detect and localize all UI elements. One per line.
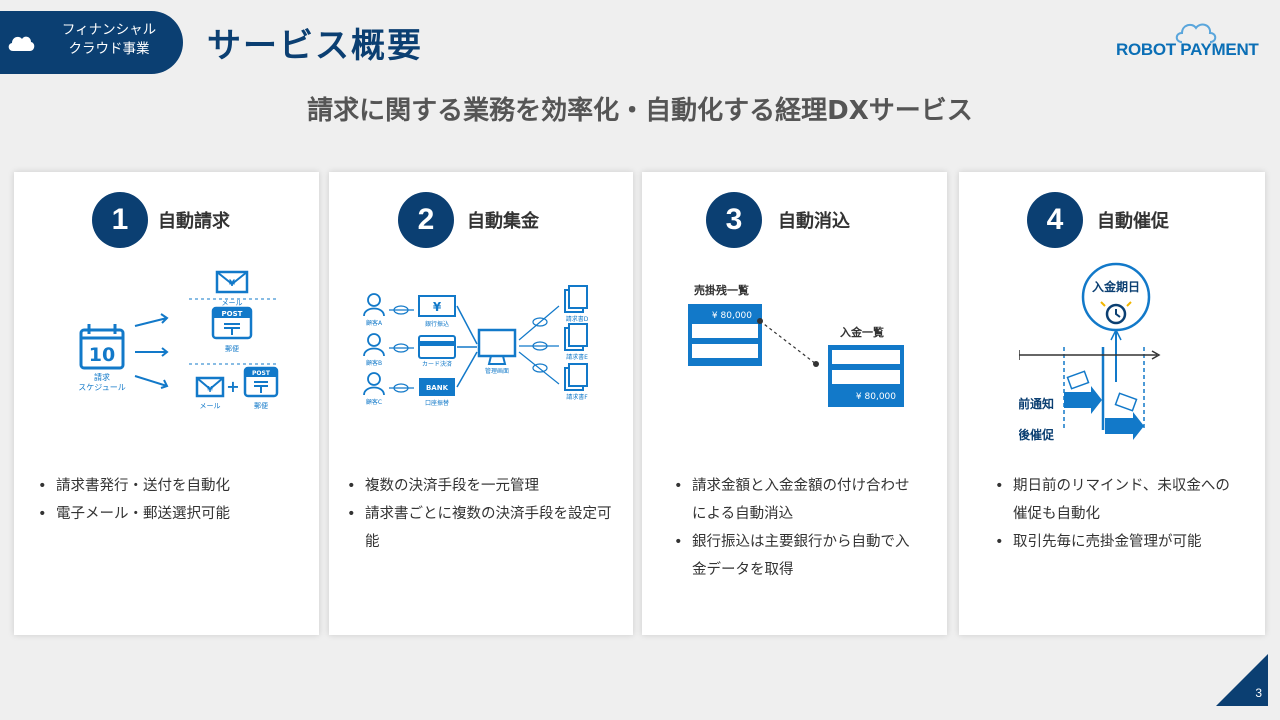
- svg-text:¥: ¥: [229, 279, 236, 289]
- receivables-list-title: 売掛残一覧: [694, 283, 749, 297]
- svg-text:¥ 80,000: ¥ 80,000: [856, 392, 896, 402]
- card-header: 2 自動集金: [329, 192, 633, 248]
- calendar-label-1: 請求: [94, 372, 110, 382]
- calendar-day: 10: [89, 344, 115, 366]
- auto-invoice-illustration: 10 請求 スケジュール ¥ メール POST 郵便 ¥ メール: [78, 270, 279, 410]
- feature-card-1: 1 自動請求 10 請求 スケジュール ¥ メール POST: [14, 172, 319, 635]
- bullet-item: 請求書発行・送付を自動化: [36, 472, 306, 500]
- payments-list-title: 入金一覧: [840, 325, 884, 339]
- svg-text:顧客B: 顧客B: [366, 359, 382, 367]
- company-logo: ROBOT PAYMENT: [1116, 20, 1259, 60]
- step-number: 1: [92, 192, 148, 248]
- arrow-icons: [134, 313, 169, 389]
- card-header: 3 自動消込: [642, 192, 947, 248]
- svg-text:¥: ¥: [207, 385, 213, 394]
- bullet-item: 請求金額と入金金額の付け合わせによる自動消込: [672, 472, 922, 528]
- cloud-icon: [8, 36, 35, 51]
- svg-text:POST: POST: [222, 310, 243, 318]
- post-icon: POST 郵便: [211, 306, 253, 353]
- svg-text:請求書E: 請求書E: [566, 353, 588, 361]
- svg-text:顧客C: 顧客C: [366, 398, 382, 406]
- svg-text:請求書F: 請求書F: [566, 393, 588, 401]
- after-due-label: 期日後催促: [1019, 427, 1055, 442]
- svg-text:BANK: BANK: [426, 384, 449, 392]
- subtitle: 請求に関する業務を効率化・自動化する経理DXサービス: [307, 96, 973, 126]
- svg-text:¥ 80,000: ¥ 80,000: [712, 311, 752, 321]
- page-number: 3: [1255, 686, 1262, 700]
- svg-text:管理画面: 管理画面: [485, 367, 509, 375]
- bullet-item: 複数の決済手段を一元管理: [345, 472, 620, 500]
- svg-text:POST: POST: [252, 370, 271, 377]
- feature-bullets: 期日前のリマインド、未収金への催促も自動化 取引先毎に売掛金管理が可能: [993, 472, 1243, 556]
- feature-bullets: 請求書発行・送付を自動化 電子メール・郵送選択可能: [36, 472, 306, 528]
- bullet-item: 電子メール・郵送選択可能: [36, 500, 306, 528]
- step-number: 4: [1027, 192, 1083, 248]
- division-badge: フィナンシャル クラウド事業: [0, 11, 183, 74]
- mail-label: メール: [222, 299, 243, 307]
- calendar-label-2: スケジュール: [78, 383, 125, 392]
- svg-text:顧客A: 顧客A: [366, 319, 383, 327]
- svg-text:+: +: [226, 377, 239, 396]
- post-label: 郵便: [225, 344, 239, 353]
- envelope-icons: [1066, 370, 1138, 412]
- logo-cloud-icon: [1175, 23, 1217, 43]
- auto-reconciliation-illustration: 売掛残一覧 ¥ 80,000 入金一覧 ¥ 80,000: [688, 283, 904, 407]
- calendar-icon: 10 請求 スケジュール: [78, 324, 126, 392]
- feature-name: 自動請求: [158, 211, 230, 232]
- feature-card-3: 3 自動消込 売掛残一覧 ¥ 80,000 入金一覧 ¥ 80,000 請求金額…: [642, 172, 947, 635]
- svg-text:銀行振込: 銀行振込: [425, 320, 449, 328]
- feature-name: 自動消込: [778, 211, 850, 232]
- monitor-icon: 管理画面: [477, 328, 517, 375]
- svg-text:¥: ¥: [433, 300, 442, 314]
- svg-text:口座振替: 口座振替: [425, 399, 449, 407]
- badge-line-2: クラウド事業: [68, 41, 150, 57]
- bullet-item: 請求書ごとに複数の決済手段を設定可能: [345, 500, 620, 556]
- step-number: 3: [706, 192, 762, 248]
- payment-method-icons: ¥ 銀行振込 カード決済 BANK 口座振替: [418, 295, 456, 407]
- mail-and-post-icon: ¥ メール + POST 郵便: [195, 366, 279, 410]
- feature-card-2: 2 自動集金 顧客A 顧客B 顧客C ¥ 銀行振込 カード決済 BANK: [329, 172, 633, 635]
- feature-name: 自動集金: [467, 211, 539, 232]
- page-title: サービス概要: [207, 26, 423, 66]
- bullet-item: 取引先毎に売掛金管理が可能: [993, 528, 1243, 556]
- mail-icon: ¥ メール: [215, 270, 249, 307]
- svg-text:入金期日: 入金期日: [1092, 279, 1140, 294]
- due-date-clock-icon: 入金期日: [1081, 262, 1151, 332]
- svg-text:カード決済: カード決済: [422, 360, 452, 368]
- bullet-item: 銀行振込は主要銀行から自動で入金データを取得: [672, 528, 922, 584]
- logo-text: ROBOT PAYMENT: [1116, 40, 1259, 59]
- badge-line-1: フィナンシャル: [61, 22, 157, 38]
- feature-bullets: 請求金額と入金金額の付け合わせによる自動消込 銀行振込は主要銀行から自動で入金デ…: [672, 472, 922, 584]
- feature-bullets: 複数の決済手段を一元管理 請求書ごとに複数の決済手段を設定可能: [345, 472, 620, 556]
- svg-text:メール: メール: [200, 402, 221, 410]
- invoice-icons: [564, 285, 588, 391]
- bullet-item: 期日前のリマインド、未収金への催促も自動化: [993, 472, 1243, 528]
- auto-collection-illustration: 顧客A 顧客B 顧客C ¥ 銀行振込 カード決済 BANK 口座振替 管理画面: [363, 285, 589, 407]
- feature-name: 自動催促: [1097, 211, 1169, 232]
- step-number: 2: [398, 192, 454, 248]
- page-corner-triangle: [1216, 654, 1268, 706]
- svg-text:請求書D: 請求書D: [566, 315, 589, 323]
- card-header: 1 自動請求: [14, 192, 319, 248]
- card-header: 4 自動催促: [959, 192, 1265, 248]
- svg-text:郵便: 郵便: [254, 401, 268, 410]
